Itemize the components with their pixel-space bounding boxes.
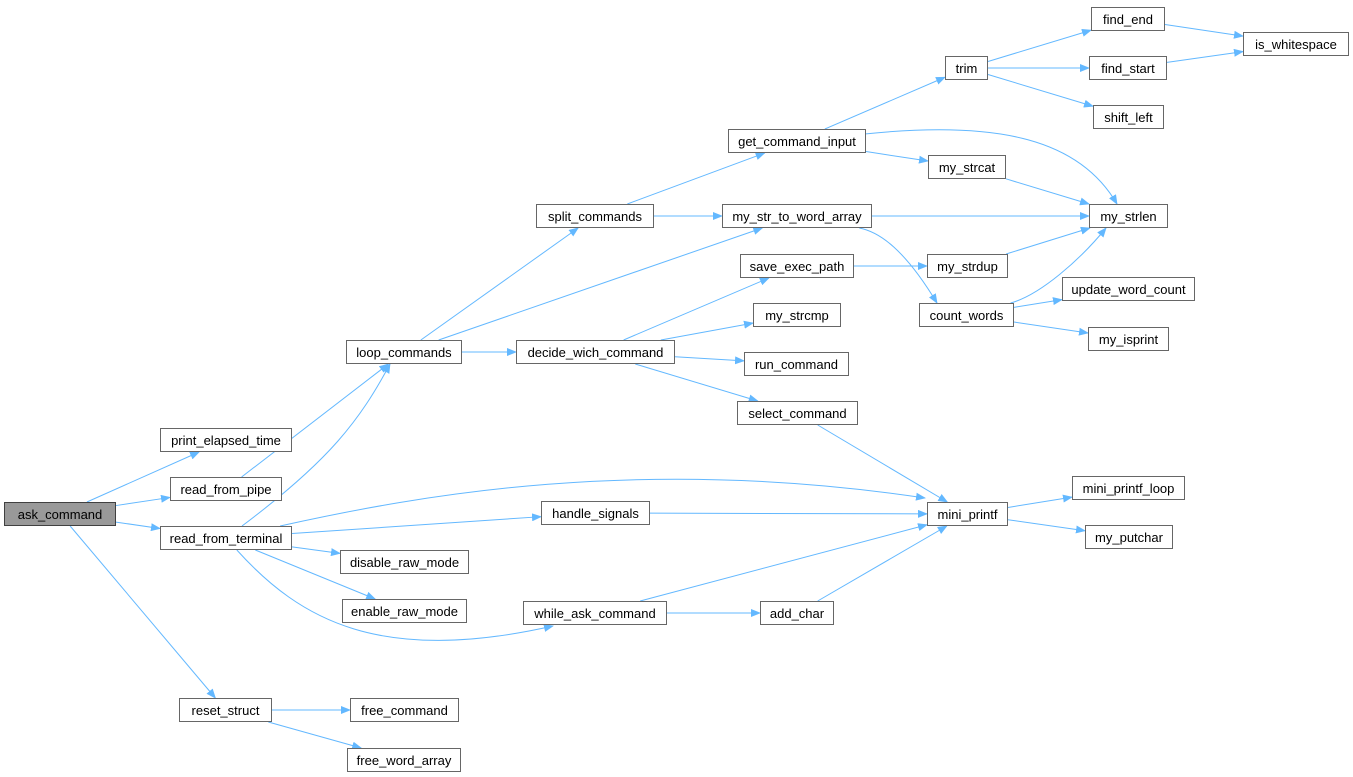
- edge-add_char-to-mini_printf: [817, 525, 948, 602]
- node-decide-wich-command[interactable]: decide_wich_command: [516, 340, 675, 364]
- edge-get_command_input-to-my_strcat: [865, 151, 929, 164]
- edge-select_command-to-mini_printf: [817, 424, 949, 503]
- node-while-ask-command[interactable]: while_ask_command: [523, 601, 667, 625]
- edge-mini_printf-to-my_putchar: [1007, 519, 1086, 534]
- node-my-strcat[interactable]: my_strcat: [928, 155, 1006, 179]
- node-read-from-pipe[interactable]: read_from_pipe: [170, 477, 282, 501]
- edge-mini_printf-to-mini_printf_loop: [1007, 494, 1073, 508]
- edge-trim-to-find_end: [987, 29, 1092, 62]
- node-run-command[interactable]: run_command: [744, 352, 849, 376]
- edge-count_words-to-my_isprint: [1013, 321, 1089, 336]
- edge-find_start-to-is_whitespace: [1166, 48, 1244, 63]
- node-disable-raw-mode[interactable]: disable_raw_mode: [340, 550, 469, 574]
- edge-decide_wich_command-to-select_command: [635, 363, 759, 403]
- node-get-command-input[interactable]: get_command_input: [728, 129, 866, 153]
- edge-decide_wich_command-to-save_exec_path: [623, 277, 770, 341]
- node-split-commands[interactable]: split_commands: [536, 204, 654, 228]
- edge-decide_wich_command-to-run_command: [674, 356, 745, 365]
- edge-loop_commands-to-split_commands: [420, 227, 579, 341]
- node-free-word-array[interactable]: free_word_array: [347, 748, 461, 772]
- edge-get_command_input-to-trim: [824, 76, 946, 130]
- node-is-whitespace[interactable]: is_whitespace: [1243, 32, 1349, 56]
- node-save-exec-path[interactable]: save_exec_path: [740, 254, 854, 278]
- node-count-words[interactable]: count_words: [919, 303, 1014, 327]
- node-print-elapsed-time[interactable]: print_elapsed_time: [160, 428, 292, 452]
- edge-my_str_to_word_array-to-count_words: [859, 227, 938, 304]
- edge-my_strdup-to-my_strlen: [1005, 226, 1091, 255]
- node-reset-struct[interactable]: reset_struct: [179, 698, 272, 722]
- node-handle-signals[interactable]: handle_signals: [541, 501, 650, 525]
- edge-count_words-to-update_word_count: [1013, 297, 1063, 308]
- node-my-isprint[interactable]: my_isprint: [1088, 327, 1169, 351]
- edge-read_from_terminal-to-while_ask_command: [236, 549, 554, 641]
- edge-find_end-to-is_whitespace: [1164, 24, 1244, 39]
- node-add-char[interactable]: add_char: [760, 601, 834, 625]
- edge-split_commands-to-get_command_input: [627, 152, 766, 205]
- edge-my_strcat-to-my_strlen: [1005, 178, 1090, 206]
- edge-ask_command-to-print_elapsed_time: [86, 451, 200, 503]
- node-update-word-count[interactable]: update_word_count: [1062, 277, 1195, 301]
- edge-while_ask_command-to-mini_printf: [640, 523, 928, 602]
- edge-reset_struct-to-free_word_array: [268, 721, 363, 750]
- node-mini-printf[interactable]: mini_printf: [927, 502, 1008, 526]
- node-my-strlen[interactable]: my_strlen: [1089, 204, 1168, 228]
- edge-read_from_terminal-to-loop_commands: [241, 363, 391, 527]
- node-ask-command[interactable]: ask_command: [4, 502, 116, 526]
- node-find-start[interactable]: find_start: [1089, 56, 1167, 80]
- edge-decide_wich_command-to-my_strcmp: [660, 320, 754, 341]
- node-free-command[interactable]: free_command: [350, 698, 459, 722]
- edge-read_from_terminal-to-handle_signals: [291, 513, 542, 535]
- edge-read_from_pipe-to-loop_commands: [241, 363, 390, 478]
- node-enable-raw-mode[interactable]: enable_raw_mode: [342, 599, 467, 623]
- node-my-strcmp[interactable]: my_strcmp: [753, 303, 841, 327]
- edge-read_from_terminal-to-mini_printf: [280, 478, 926, 527]
- edge-trim-to-shift_left: [987, 74, 1094, 108]
- node-my-str-to-word-array[interactable]: my_str_to_word_array: [722, 204, 872, 228]
- node-read-from-terminal[interactable]: read_from_terminal: [160, 526, 292, 550]
- edge-ask_command-to-read_from_pipe: [115, 494, 171, 507]
- edge-handle_signals-to-mini_printf: [649, 509, 928, 518]
- edge-count_words-to-my_strlen: [1010, 227, 1107, 304]
- node-my-putchar[interactable]: my_putchar: [1085, 525, 1173, 549]
- edge-get_command_input-to-my_strlen: [865, 129, 1118, 205]
- node-my-strdup[interactable]: my_strdup: [927, 254, 1008, 278]
- node-find-end[interactable]: find_end: [1091, 7, 1165, 31]
- node-shift-left[interactable]: shift_left: [1093, 105, 1164, 129]
- edge-read_from_terminal-to-disable_raw_mode: [291, 546, 341, 557]
- edge-read_from_terminal-to-enable_raw_mode: [255, 549, 377, 600]
- node-mini-printf-loop[interactable]: mini_printf_loop: [1072, 476, 1185, 500]
- node-select-command[interactable]: select_command: [737, 401, 858, 425]
- node-loop-commands[interactable]: loop_commands: [346, 340, 462, 364]
- edge-loop_commands-to-my_str_to_word_array: [438, 227, 764, 341]
- edge-ask_command-to-read_from_terminal: [115, 521, 161, 532]
- node-trim[interactable]: trim: [945, 56, 988, 80]
- edge-ask_command-to-reset_struct: [69, 525, 217, 699]
